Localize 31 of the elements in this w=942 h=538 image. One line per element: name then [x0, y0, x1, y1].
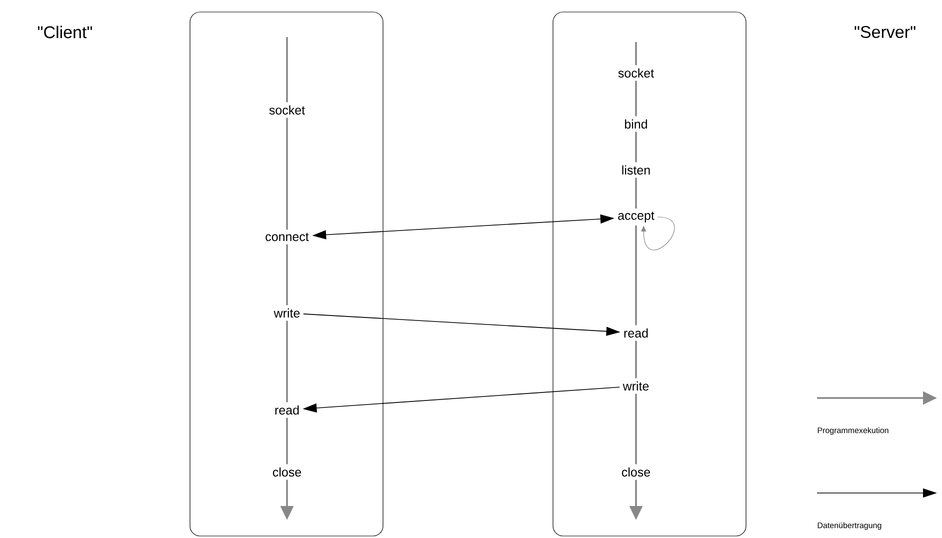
execution-line [635, 226, 637, 326]
execution-line [286, 418, 288, 464]
step-label: close [622, 467, 650, 477]
step-label: connect [266, 232, 309, 242]
column-title: "Server" [854, 26, 916, 38]
step-label: accept [618, 212, 654, 222]
step-label: bind [625, 119, 648, 129]
step-label: read [275, 405, 299, 415]
execution-line [635, 178, 637, 208]
legend-text: Programmexekution [818, 427, 888, 435]
step-label: socket [618, 68, 654, 78]
column-title: "Client" [38, 26, 92, 38]
execution-line [635, 394, 637, 464]
execution-line [286, 320, 288, 402]
step-label: write [274, 308, 300, 318]
execution-line [635, 132, 637, 162]
execution-line [286, 244, 288, 306]
step-label: read [624, 328, 648, 338]
step-label: close [272, 467, 302, 477]
loop-arrow [641, 216, 675, 250]
step-label: write [622, 381, 649, 391]
step-label: listen [622, 165, 650, 175]
step-label: socket [269, 105, 305, 115]
execution-line [286, 37, 288, 102]
execution-line [635, 80, 637, 116]
lifeline-panel [552, 12, 746, 536]
execution-line [286, 118, 288, 230]
execution-line [635, 42, 637, 66]
legend-text: Datenübertragung [818, 522, 882, 530]
lifeline-panel [190, 12, 384, 536]
execution-line [635, 340, 637, 378]
